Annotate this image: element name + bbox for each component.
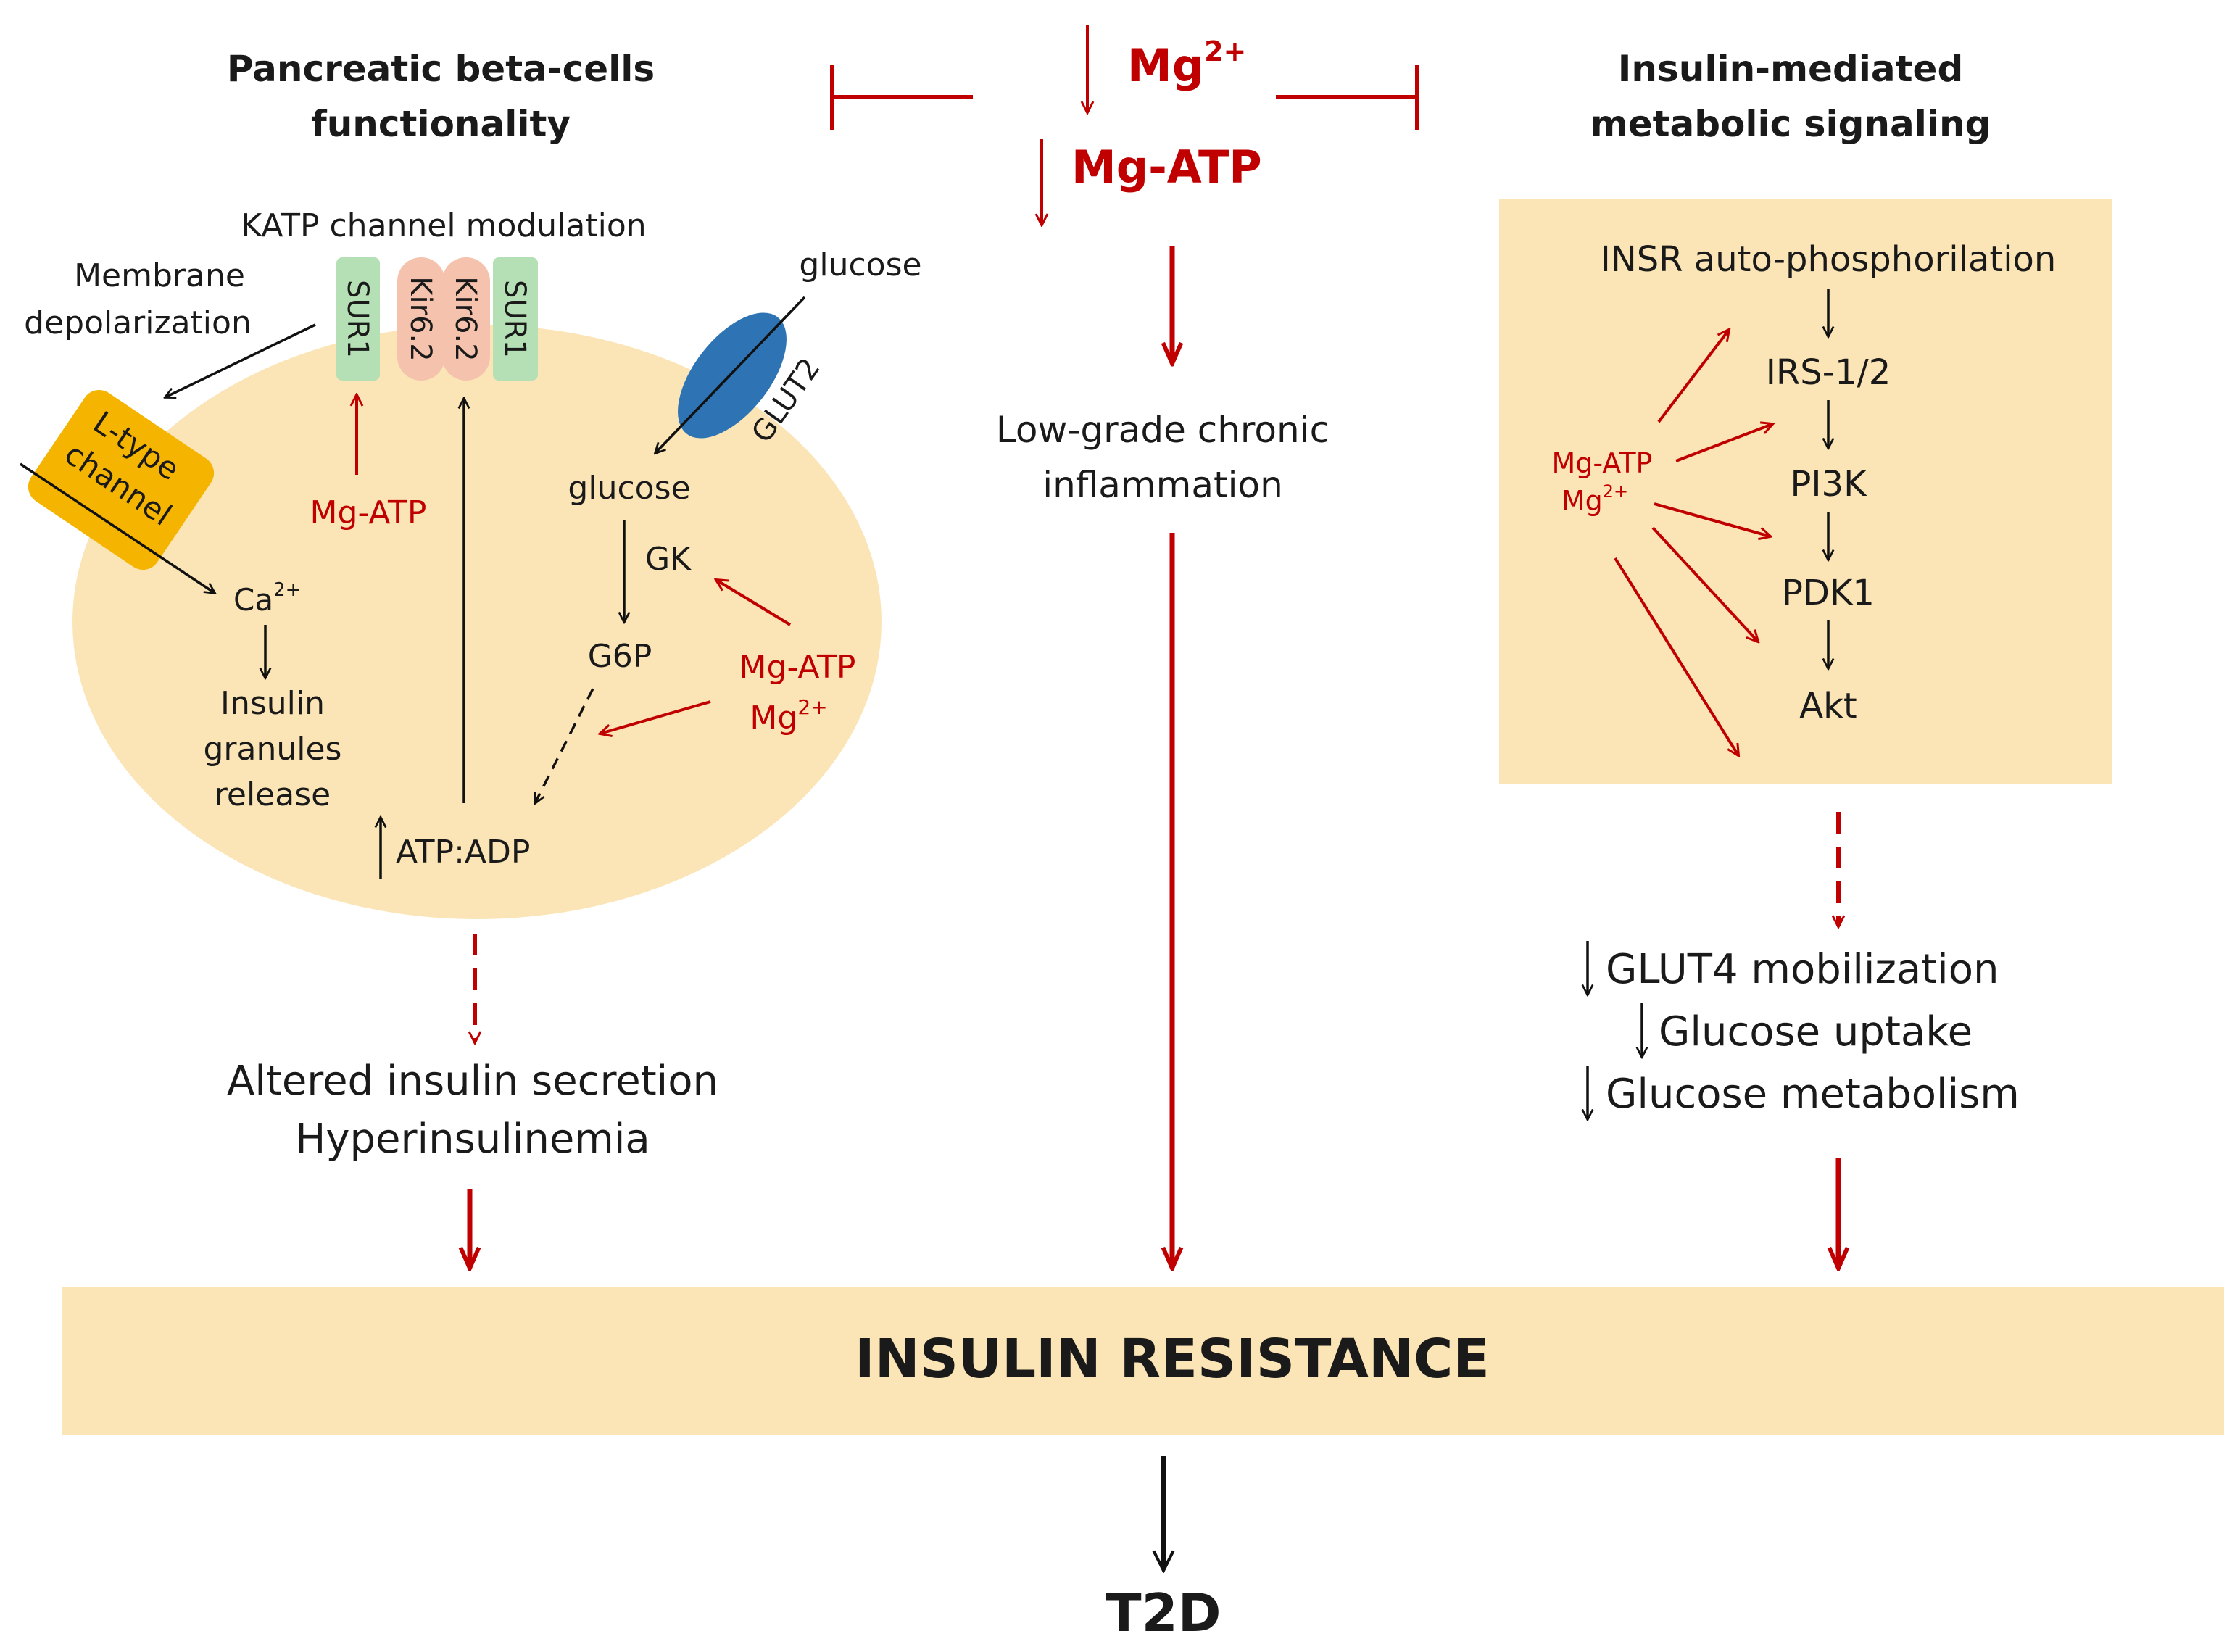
depolarization-arrow <box>165 323 316 397</box>
beta-cell-ellipse <box>72 325 882 919</box>
mg-atp-katp-label: Mg-ATP <box>310 494 427 531</box>
katp-channel: SUR1 Kir6.2 Kir6.2 SUR1 <box>336 257 538 381</box>
glut4-label: GLUT4 mobilization <box>1606 946 1999 993</box>
l-type-shape <box>28 389 215 570</box>
glucose-outside-label: glucose <box>799 246 921 283</box>
insr-label: INSR auto-phosphorilation <box>1601 239 2057 280</box>
left-title-line2: functionality <box>311 103 571 145</box>
mg-gk-label: Mg2+ <box>750 695 827 736</box>
g6p-label: G6P <box>588 638 652 675</box>
akt-label: Akt <box>1799 686 1857 726</box>
irs-label: IRS-1/2 <box>1766 352 1891 393</box>
katp-label: KATP channel modulation <box>241 207 646 244</box>
mg-to-pi3k-arrow <box>1675 424 1772 462</box>
mg-to-downstream-arrow <box>1614 557 1738 755</box>
left-title-line1: Pancreatic beta-cells <box>227 48 655 90</box>
sur1-b-label: SUR1 <box>498 280 531 358</box>
atp-adp-label: ATP:ADP <box>396 834 530 871</box>
t2d-label: T2D <box>1106 1582 1221 1643</box>
right-title-line2: metabolic signaling <box>1590 103 1991 145</box>
mg-atp-gk-label: Mg-ATP <box>739 649 856 686</box>
kir62-a-label: Kir6.2 <box>404 276 437 361</box>
calcium-influx-arrow <box>20 462 215 593</box>
kir62-subunit-b <box>442 257 490 381</box>
pi3k-label: PI3K <box>1790 464 1867 505</box>
inflammation-line2: inflammation <box>1042 464 1283 506</box>
insulin-line3: release <box>215 776 331 813</box>
right-title-line1: Insulin-mediated <box>1618 48 1963 90</box>
metabolism-label: Glucose metabolism <box>1606 1071 2020 1118</box>
insulin-line1: Insulin <box>220 685 325 722</box>
membrane-line1: Membrane <box>74 257 245 294</box>
outcome-line2: Hyperinsulinemia <box>295 1116 650 1163</box>
mg-to-irs-arrow <box>1657 330 1729 423</box>
membrane-line2: depolarization <box>24 304 252 341</box>
insulin-resistance-label: INSULIN RESISTANCE <box>855 1328 1490 1390</box>
mg-label: Mg2+ <box>1127 36 1246 92</box>
calcium-label: Ca2+ <box>233 579 301 618</box>
uptake-label: Glucose uptake <box>1659 1008 1973 1055</box>
right-mg-atp-label: Mg-ATP <box>1552 447 1653 479</box>
mg-to-akt-arrow <box>1651 526 1758 642</box>
sur1-subunit-a <box>336 257 380 381</box>
insulin-resistance-bar <box>62 1287 2224 1435</box>
signaling-box <box>1499 199 2112 784</box>
outcome-line1: Altered insulin secretion <box>227 1058 718 1105</box>
mg-to-pdk1-arrow <box>1654 502 1770 536</box>
glucose-transport-arrow <box>655 296 806 453</box>
right-mg-label: Mg2+ <box>1561 481 1628 517</box>
mg-atp-label: Mg-ATP <box>1071 141 1262 194</box>
gk-label: GK <box>645 541 692 578</box>
glucose-inside-label: glucose <box>568 470 690 507</box>
insulin-line2: granules <box>204 731 342 768</box>
pdk1-label: PDK1 <box>1782 573 1875 613</box>
sur1-a-label: SUR1 <box>341 280 374 358</box>
mg-to-glycolysis-arrow <box>600 700 711 734</box>
sur1-subunit-b <box>493 257 538 381</box>
mg-to-gk-arrow <box>716 580 792 626</box>
kir62-b-label: Kir6.2 <box>449 276 482 361</box>
inflammation-line1: Low-grade chronic <box>996 409 1330 451</box>
l-type-channel: L-type channel <box>28 389 215 570</box>
kir62-subunit-a <box>397 257 445 381</box>
g6p-to-atp-dashed-arrow <box>535 688 594 803</box>
